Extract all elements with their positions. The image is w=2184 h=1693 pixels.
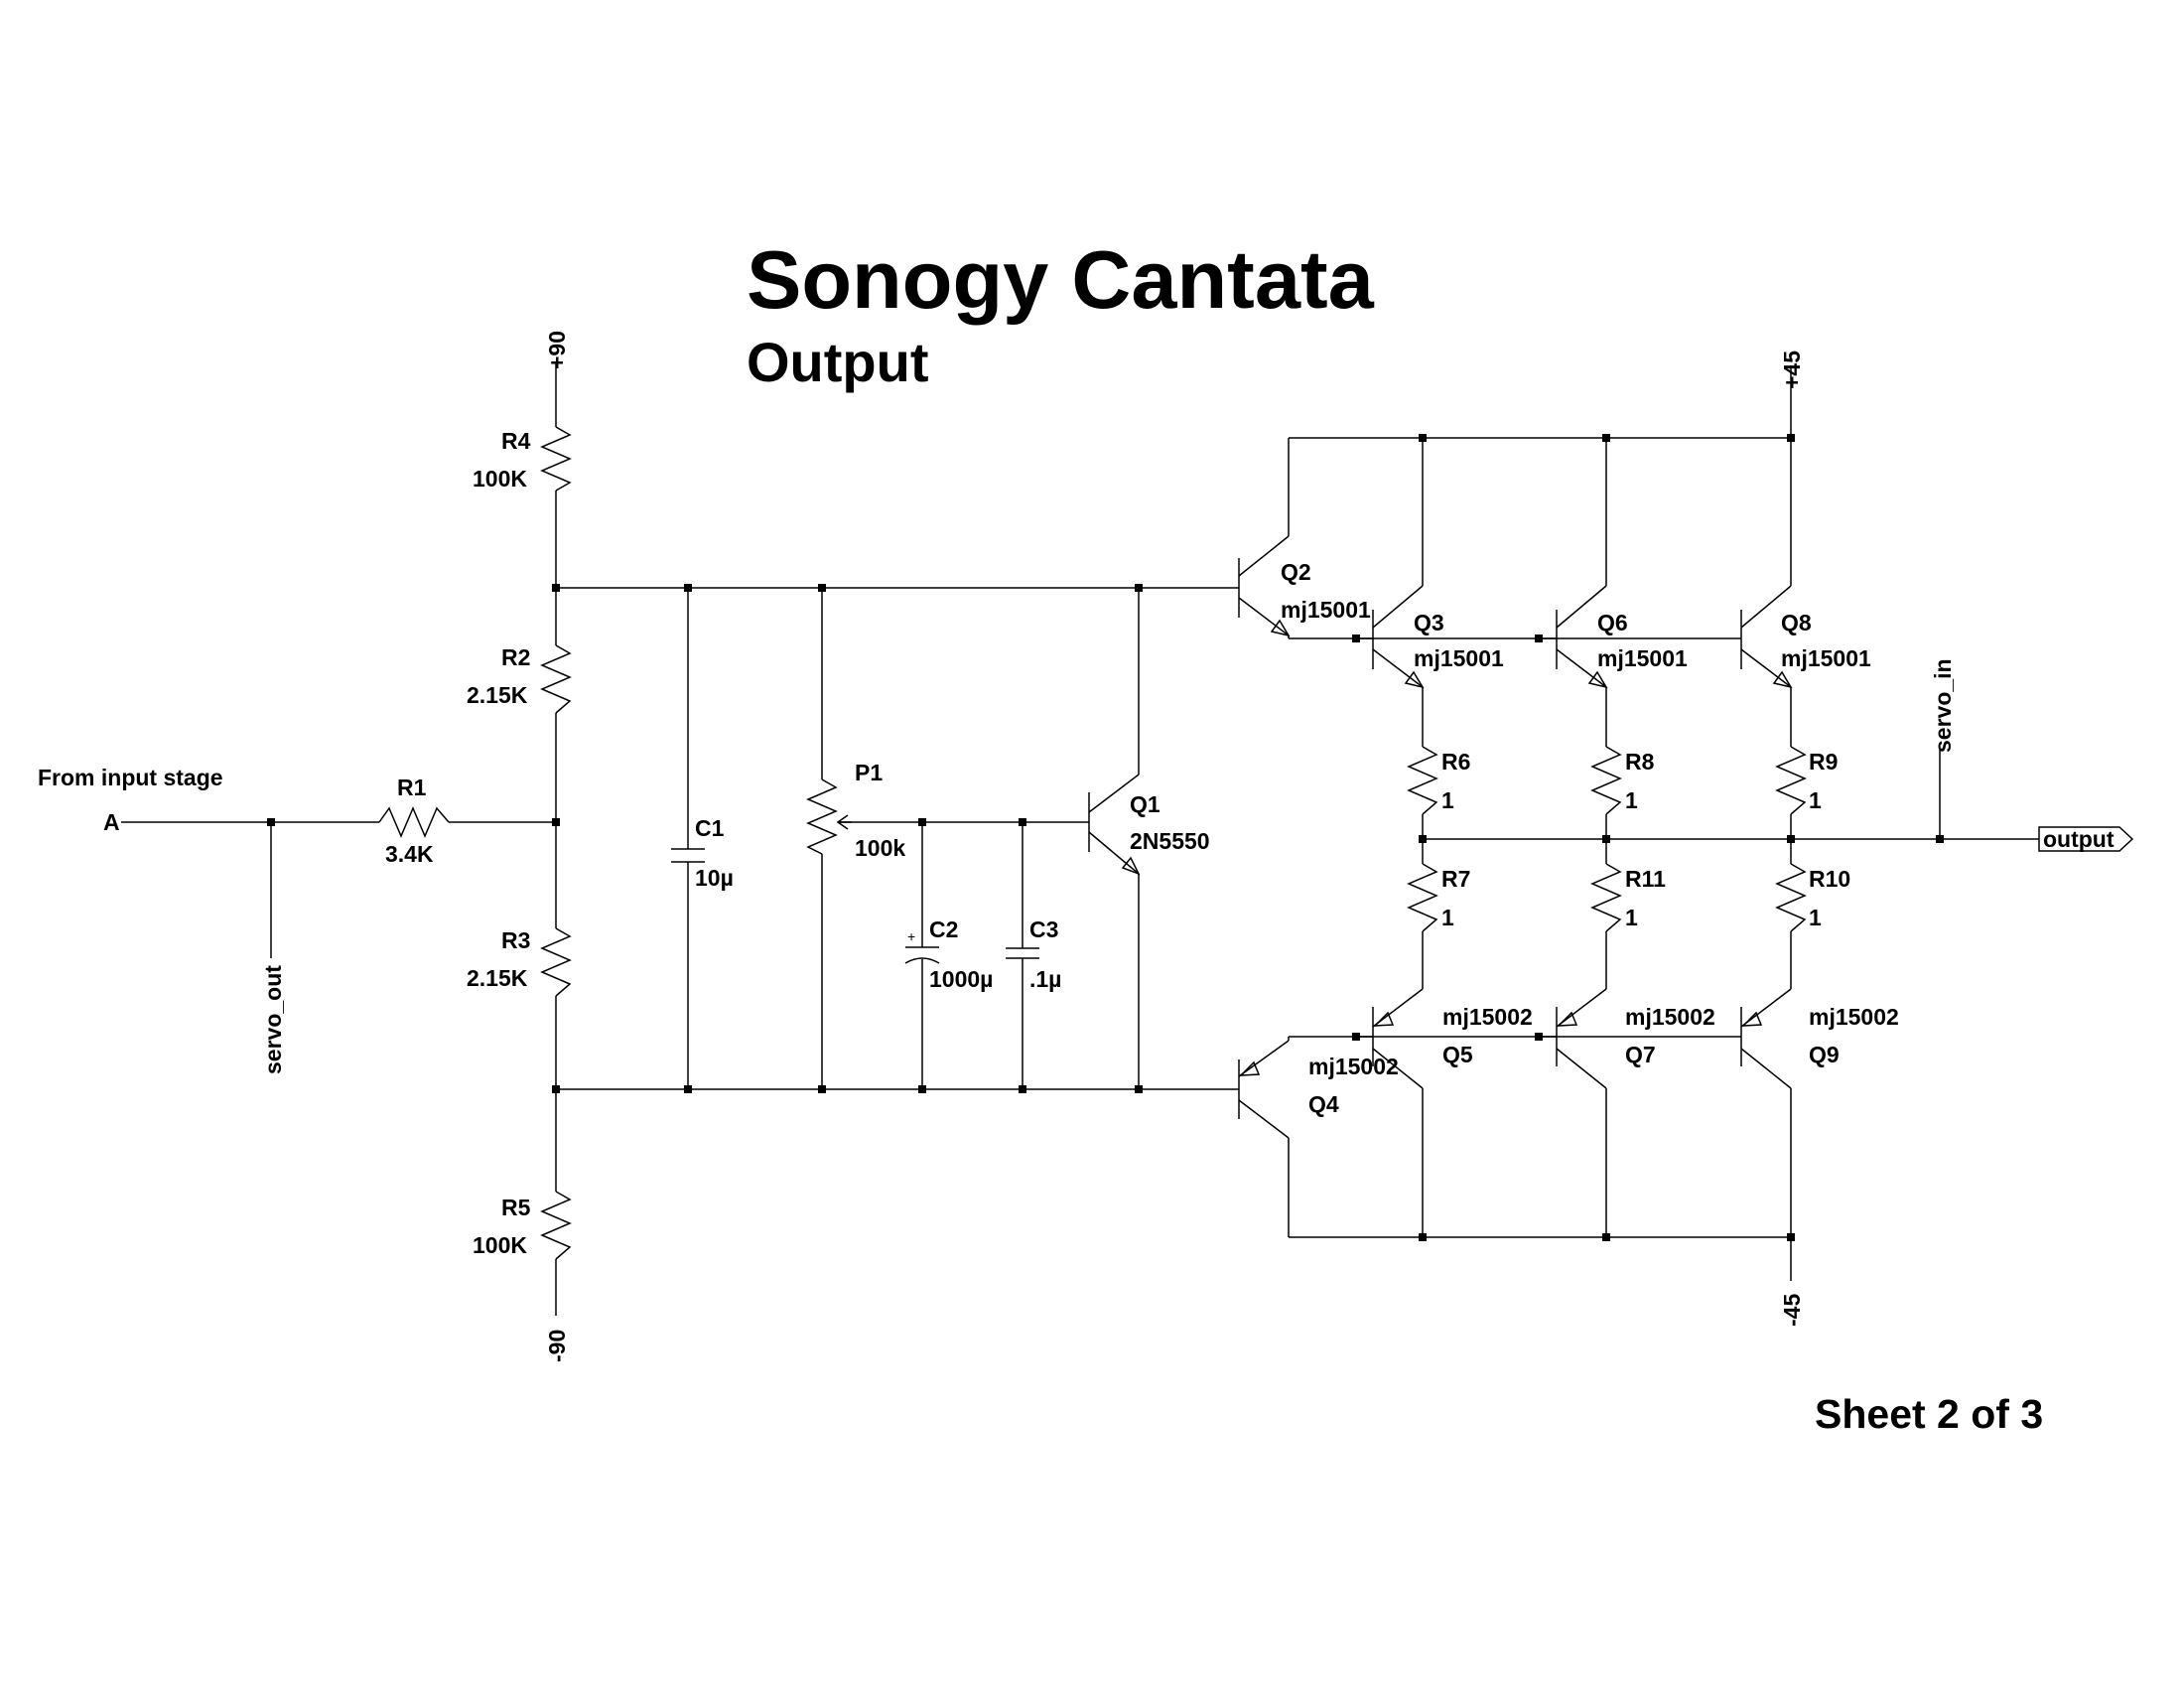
rail-plus45-label: +45 — [1779, 351, 1805, 389]
r10-value: 1 — [1809, 905, 1822, 930]
resistor-r1: R1 3.4K — [378, 775, 450, 867]
q5-ref: Q5 — [1442, 1042, 1473, 1067]
r3-ref: R3 — [501, 927, 530, 953]
q5-value: mj15002 — [1442, 1004, 1533, 1030]
c1-ref: C1 — [695, 815, 725, 841]
r8-value: 1 — [1625, 787, 1638, 813]
wires — [121, 361, 2039, 1316]
q3-value: mj15001 — [1414, 645, 1504, 671]
transistor-q2: Q2 mj15001 — [1238, 535, 1371, 637]
r8-ref: R8 — [1625, 749, 1655, 775]
resistor-r10: R10 1 — [1775, 863, 1850, 932]
capacitor-c3: C3 .1µ — [1006, 917, 1061, 992]
capacitor-c2: + C2 1000µ — [904, 917, 993, 992]
rail-minus90-label: -90 — [544, 1330, 570, 1362]
transistor-q3: Q3 mj15001 — [1372, 585, 1504, 689]
transistor-q4: mj15002 Q4 — [1238, 1040, 1399, 1139]
r5-ref: R5 — [501, 1195, 531, 1220]
capacitor-c1: C1 10µ — [671, 815, 734, 891]
resistor-r9: R9 1 — [1775, 746, 1838, 815]
q4-value: mj15002 — [1308, 1054, 1399, 1079]
r9-ref: R9 — [1809, 749, 1838, 775]
resistor-r11: R11 1 — [1590, 863, 1666, 932]
r7-value: 1 — [1441, 905, 1454, 930]
r2-value: 2.15K — [467, 682, 528, 708]
input-port-a: A — [103, 809, 120, 835]
q1-value: 2N5550 — [1130, 828, 1210, 854]
input-note: From input stage — [38, 765, 223, 790]
c1-value: 10µ — [695, 865, 734, 891]
resistor-r5: R5 100K — [473, 1191, 572, 1260]
q8-value: mj15001 — [1781, 645, 1871, 671]
c2-ref: C2 — [929, 917, 958, 942]
r4-value: 100K — [473, 466, 527, 492]
svg-text:+: + — [907, 928, 915, 944]
servo-out-label: servo_out — [260, 965, 286, 1074]
schematic-title: Sonogy Cantata — [747, 233, 1375, 326]
p1-value: 100k — [855, 835, 905, 861]
q6-value: mj15001 — [1597, 645, 1688, 671]
transistor-q9: mj15002 Q9 — [1740, 988, 1899, 1089]
q8-ref: Q8 — [1781, 610, 1812, 635]
resistor-r8: R8 1 — [1590, 746, 1655, 815]
q4-ref: Q4 — [1308, 1091, 1339, 1117]
potentiometer-p1: P1 100k — [806, 760, 905, 861]
r4-ref: R4 — [501, 428, 531, 454]
servo-in-label: servo_in — [1930, 658, 1956, 753]
rail-plus90-label: +90 — [544, 331, 570, 369]
transistor-q7: mj15002 Q7 — [1556, 988, 1715, 1089]
resistor-r2: R2 2.15K — [467, 644, 572, 714]
r6-value: 1 — [1441, 787, 1454, 813]
sheet-number: Sheet 2 of 3 — [1815, 1391, 2043, 1437]
c3-ref: C3 — [1029, 917, 1058, 942]
q9-ref: Q9 — [1809, 1042, 1840, 1067]
output-port-flag — [2038, 826, 2134, 852]
q2-ref: Q2 — [1281, 559, 1311, 585]
q1-ref: Q1 — [1130, 791, 1160, 817]
r6-ref: R6 — [1441, 749, 1470, 775]
r7-ref: R7 — [1441, 866, 1470, 892]
q7-ref: Q7 — [1625, 1042, 1656, 1067]
transistor-q1: Q1 2N5550 — [1088, 774, 1210, 876]
c3-value: .1µ — [1029, 966, 1061, 992]
c2-value: 1000µ — [929, 966, 993, 992]
r1-value: 3.4K — [385, 841, 434, 867]
r2-ref: R2 — [501, 644, 530, 670]
resistor-r4: R4 100K — [473, 426, 572, 492]
output-port-label: output — [2043, 826, 2115, 852]
p1-ref: P1 — [855, 760, 883, 785]
r11-value: 1 — [1625, 905, 1638, 930]
r9-value: 1 — [1809, 787, 1822, 813]
schematic-subtitle: Output — [747, 331, 928, 393]
junction-dots — [267, 434, 1944, 1241]
r3-value: 2.15K — [467, 965, 528, 991]
transistor-q8: Q8 mj15001 — [1740, 585, 1871, 689]
resistor-r3: R3 2.15K — [467, 927, 572, 997]
transistor-q5: mj15002 Q5 — [1372, 988, 1533, 1089]
q6-ref: Q6 — [1597, 610, 1628, 635]
transistor-q6: Q6 mj15001 — [1556, 585, 1688, 689]
q9-value: mj15002 — [1809, 1004, 1899, 1030]
r1-ref: R1 — [397, 775, 427, 800]
resistor-r7: R7 1 — [1407, 863, 1470, 932]
output-port[interactable]: output — [2038, 826, 2134, 852]
q7-value: mj15002 — [1625, 1004, 1715, 1030]
rail-minus45-label: -45 — [1779, 1294, 1805, 1327]
q2-value: mj15001 — [1281, 597, 1371, 623]
r11-ref: R11 — [1625, 866, 1666, 892]
r5-value: 100K — [473, 1232, 527, 1258]
q3-ref: Q3 — [1414, 610, 1444, 635]
r10-ref: R10 — [1809, 866, 1850, 892]
resistor-r6: R6 1 — [1407, 746, 1470, 815]
